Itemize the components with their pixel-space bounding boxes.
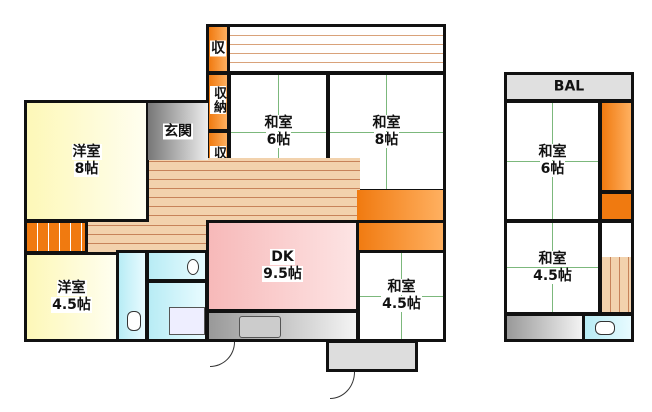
door-porch[interactable] [330, 372, 355, 399]
balcony: BAL [504, 72, 634, 102]
room-size: 6帖 [265, 132, 292, 148]
veranda-corridor [206, 24, 446, 74]
room-label: DK [270, 249, 295, 265]
room-size: 8帖 [73, 161, 100, 177]
kitchen-counter [206, 310, 359, 342]
door-back[interactable] [210, 342, 235, 367]
closet-2f [599, 100, 634, 193]
room-label: 和室 [371, 115, 402, 131]
toilet [116, 250, 148, 342]
room-label: 収 [210, 40, 226, 57]
room-label: 洋室 [71, 144, 102, 160]
room-size: 4.5帖 [532, 267, 573, 284]
storage-top: 収 [206, 24, 230, 74]
porch [326, 340, 418, 372]
room-label: 和室 [537, 250, 568, 267]
room-label: 和室 [263, 115, 294, 131]
room-size: 9.5帖 [262, 266, 303, 282]
stove-icon [239, 316, 281, 338]
room-label: 洋室 [56, 280, 87, 296]
room-label: 和室 [537, 144, 568, 160]
closet-right-1 [357, 190, 446, 222]
room-size: 4.5帖 [51, 297, 92, 313]
room-label: 玄関 [163, 123, 193, 139]
closet-right-2 [357, 220, 446, 252]
room-label: 収納 [210, 86, 226, 114]
room-size: 8帖 [373, 132, 400, 148]
bathtub-icon [169, 307, 205, 335]
entrance: 玄関 [148, 100, 208, 160]
room-label: 和室 [386, 279, 417, 295]
room-size: 4.5帖 [381, 296, 422, 312]
bathroom [146, 280, 208, 342]
toilet-icon [595, 321, 615, 335]
toilet-icon [127, 311, 141, 331]
closet-2f-small [599, 191, 634, 222]
storage-1: 収納 [206, 72, 230, 132]
counter-2f [504, 313, 586, 342]
washroom [146, 250, 208, 282]
toilet-2f [582, 313, 634, 342]
sink-icon [187, 259, 199, 275]
room-size: 6帖 [539, 161, 566, 177]
room-label: BAL [553, 78, 585, 95]
hallway-lower [86, 220, 208, 252]
stairs-2f [599, 220, 634, 315]
stairs [24, 220, 88, 254]
